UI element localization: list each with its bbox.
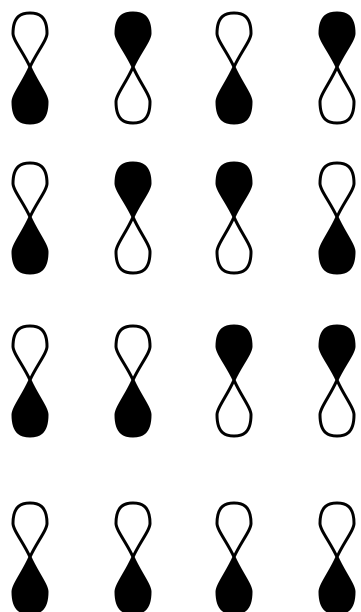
p-orbital-r3-c3 bbox=[217, 326, 251, 436]
empty-lobe bbox=[320, 163, 354, 217]
p-orbital-r4-c4 bbox=[320, 503, 354, 612]
empty-lobe bbox=[217, 380, 251, 436]
filled-lobe bbox=[13, 217, 47, 273]
p-orbital-r3-c4 bbox=[320, 326, 354, 436]
empty-lobe bbox=[116, 217, 150, 273]
p-orbital-r4-c2 bbox=[116, 503, 150, 612]
empty-lobe bbox=[217, 503, 251, 557]
filled-lobe bbox=[320, 326, 354, 380]
empty-lobe bbox=[320, 503, 354, 557]
empty-lobe bbox=[13, 13, 47, 67]
filled-lobe bbox=[217, 67, 251, 123]
filled-lobe bbox=[116, 380, 150, 436]
empty-lobe bbox=[116, 326, 150, 380]
p-orbital-r2-c3 bbox=[217, 163, 251, 273]
filled-lobe bbox=[320, 13, 354, 67]
empty-lobe bbox=[13, 163, 47, 217]
p-orbital-r1-c2 bbox=[116, 13, 150, 123]
empty-lobe bbox=[13, 503, 47, 557]
filled-lobe bbox=[217, 557, 251, 612]
p-orbital-r3-c1 bbox=[13, 326, 47, 436]
filled-lobe bbox=[217, 326, 251, 380]
p-orbital-r4-c3 bbox=[217, 503, 251, 612]
filled-lobe bbox=[320, 217, 354, 273]
p-orbital-r4-c1 bbox=[13, 503, 47, 612]
p-orbital-r2-c2 bbox=[116, 163, 150, 273]
filled-lobe bbox=[320, 557, 354, 612]
p-orbital-r2-c1 bbox=[13, 163, 47, 273]
filled-lobe bbox=[13, 380, 47, 436]
empty-lobe bbox=[320, 380, 354, 436]
p-orbital-r2-c4 bbox=[320, 163, 354, 273]
p-orbital-r1-c3 bbox=[217, 13, 251, 123]
empty-lobe bbox=[320, 67, 354, 123]
empty-lobe bbox=[116, 67, 150, 123]
filled-lobe bbox=[116, 13, 150, 67]
filled-lobe bbox=[217, 163, 251, 217]
filled-lobe bbox=[13, 67, 47, 123]
empty-lobe bbox=[217, 13, 251, 67]
p-orbital-r3-c2 bbox=[116, 326, 150, 436]
empty-lobe bbox=[116, 503, 150, 557]
filled-lobe bbox=[116, 557, 150, 612]
empty-lobe bbox=[217, 217, 251, 273]
empty-lobe bbox=[13, 326, 47, 380]
filled-lobe bbox=[13, 557, 47, 612]
filled-lobe bbox=[116, 163, 150, 217]
p-orbital-r1-c1 bbox=[13, 13, 47, 123]
p-orbital-r1-c4 bbox=[320, 13, 354, 123]
